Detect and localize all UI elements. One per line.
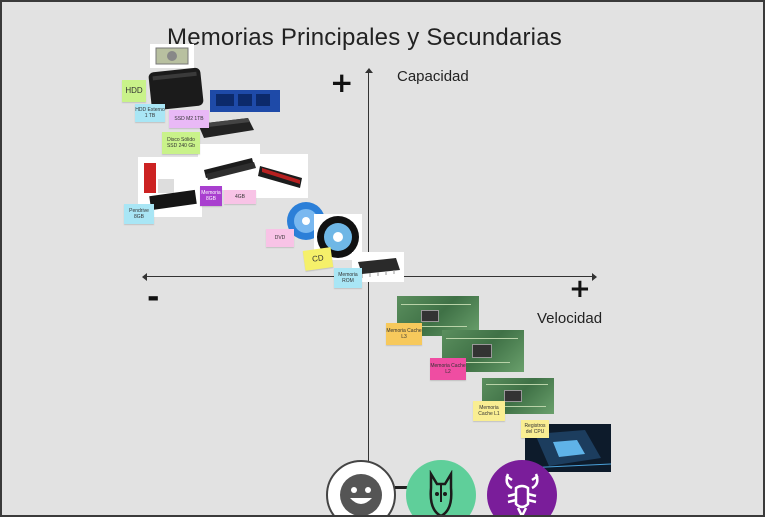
avatar-separator-dash [395, 486, 409, 489]
ssd-m2-photo[interactable] [208, 88, 282, 114]
user-avatar-horse[interactable] [406, 460, 476, 515]
note-rom[interactable]: Memoria ROM [334, 268, 362, 288]
plus-sign-right: + [569, 274, 591, 304]
note-ssd-m2[interactable]: SSD M2 1TB [169, 110, 209, 128]
note-ram-8gb[interactable]: Memoria 8GB [200, 186, 222, 206]
hdd-photo[interactable] [150, 44, 194, 68]
ssd-sata-photo[interactable] [194, 114, 258, 142]
user-avatar-smiley[interactable] [326, 460, 396, 515]
capacity-label: Capacidad [397, 68, 469, 85]
minus-sign-left: - [147, 280, 160, 315]
board-title: Memorias Principales y Secundarias [167, 24, 562, 51]
note-cd[interactable]: CD [302, 247, 334, 271]
note-registros[interactable]: Registros del CPU [521, 420, 549, 438]
note-hdd[interactable]: HDD [122, 80, 146, 102]
note-ssd-240[interactable]: Disco Sólido SSD 240 Gb [162, 132, 200, 154]
note-dvd[interactable]: DVD [266, 229, 294, 247]
note-hdd-externo[interactable]: HDD Externo 1 TB [135, 104, 165, 122]
note-cache-l3[interactable]: Memoria Cache L3 [386, 323, 422, 345]
note-pendrive[interactable]: Pendrive 8GB [124, 204, 154, 224]
pendrive-photo[interactable] [138, 157, 202, 217]
vertical-axis [368, 70, 369, 515]
horse-avatar-icon [429, 470, 453, 515]
smiley-avatar-icon [340, 474, 382, 515]
note-cache-l1[interactable]: Memoria Cache L1 [473, 401, 505, 421]
ram-8gb-photo[interactable] [198, 144, 260, 190]
user-avatar-lobster[interactable] [487, 460, 557, 515]
external-hdd-photo[interactable] [146, 64, 208, 116]
horizontal-axis-right-arrow [592, 273, 597, 281]
lobster-avatar-icon [505, 473, 539, 515]
horizontal-axis-left-arrow [142, 273, 147, 281]
ram-4gb-photo[interactable] [256, 154, 308, 198]
note-cache-l2[interactable]: Memoria Cache L2 [430, 358, 466, 380]
speed-label: Velocidad [537, 310, 603, 327]
plus-sign-top: + [330, 66, 354, 99]
note-ram-4gb[interactable]: 4GB [224, 190, 256, 204]
vertical-axis-arrow [365, 68, 373, 73]
